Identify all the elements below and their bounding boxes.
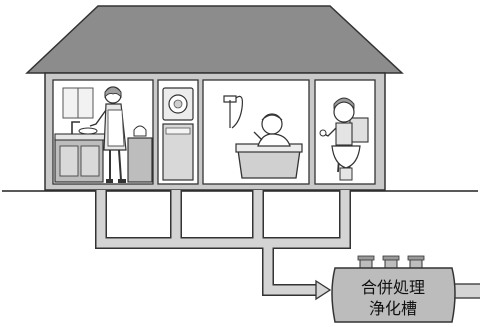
- flow-arrow-icon: [315, 279, 332, 301]
- tank-label-line1: 合併処理: [361, 278, 425, 297]
- tank-label-line2: 浄化槽: [369, 299, 417, 318]
- septic-tank: 合併処理 浄化槽: [331, 255, 456, 323]
- room-bathroom: [202, 79, 310, 185]
- bathing-man-figure: [253, 113, 291, 147]
- room-laundry: [157, 79, 199, 185]
- woman-figure: [89, 86, 127, 183]
- drain-pipes: [95, 190, 480, 301]
- child-figure: [319, 97, 355, 173]
- house-roof: [25, 5, 404, 74]
- room-toilet: [314, 79, 376, 185]
- room-kitchen: [52, 79, 154, 185]
